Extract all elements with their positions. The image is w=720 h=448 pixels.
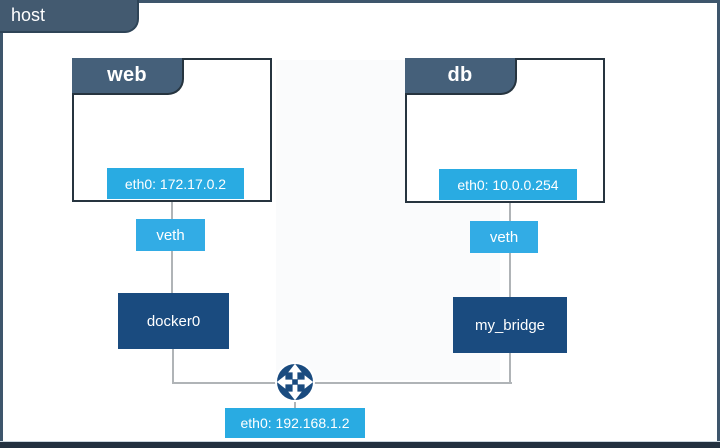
web-veth-label: veth	[136, 219, 205, 251]
router-crossed-arrows-icon	[275, 362, 315, 402]
db-eth0-text: eth0: 10.0.0.254	[457, 176, 559, 193]
db-veth-text: veth	[489, 228, 519, 246]
host-tab: host	[0, 0, 139, 33]
web-eth0-text: eth0: 172.17.0.2	[124, 175, 227, 192]
host-label: host	[11, 5, 46, 25]
connector-veth-to-mybridge	[509, 253, 511, 297]
connector-horizontal-bus	[172, 382, 512, 384]
docker0-bridge-node: docker0	[118, 293, 229, 349]
connector-docker0-to-bus	[172, 349, 174, 383]
host-eth0-label: eth0: 192.168.1.2	[225, 408, 365, 438]
db-veth-label: veth	[470, 221, 538, 253]
host-frame-bottom-highlight	[0, 441, 720, 442]
connector-mybridge-to-bus	[509, 353, 511, 383]
web-veth-text: veth	[156, 226, 185, 244]
my-bridge-node: my_bridge	[453, 297, 567, 353]
connector-web-to-veth	[171, 202, 173, 219]
web-eth0-label: eth0: 172.17.0.2	[107, 168, 244, 199]
connector-veth-to-docker0	[171, 251, 173, 293]
host-eth0-text: eth0: 192.168.1.2	[240, 415, 350, 431]
container-web-title: web	[107, 64, 147, 86]
container-web-tab: web	[72, 58, 184, 95]
connector-router-to-hostip	[294, 402, 296, 409]
container-db-tab: db	[405, 58, 517, 95]
my-bridge-text: my_bridge	[474, 316, 546, 334]
docker0-bridge-text: docker0	[146, 312, 201, 330]
container-db-title: db	[447, 64, 473, 86]
db-eth0-label: eth0: 10.0.0.254	[439, 169, 577, 200]
container-db: db eth0: 10.0.0.254	[405, 58, 605, 203]
connector-db-to-veth	[509, 203, 511, 221]
router-icon	[273, 360, 317, 404]
host-frame-bottom-border	[0, 442, 720, 448]
container-web: web eth0: 172.17.0.2	[72, 58, 272, 202]
